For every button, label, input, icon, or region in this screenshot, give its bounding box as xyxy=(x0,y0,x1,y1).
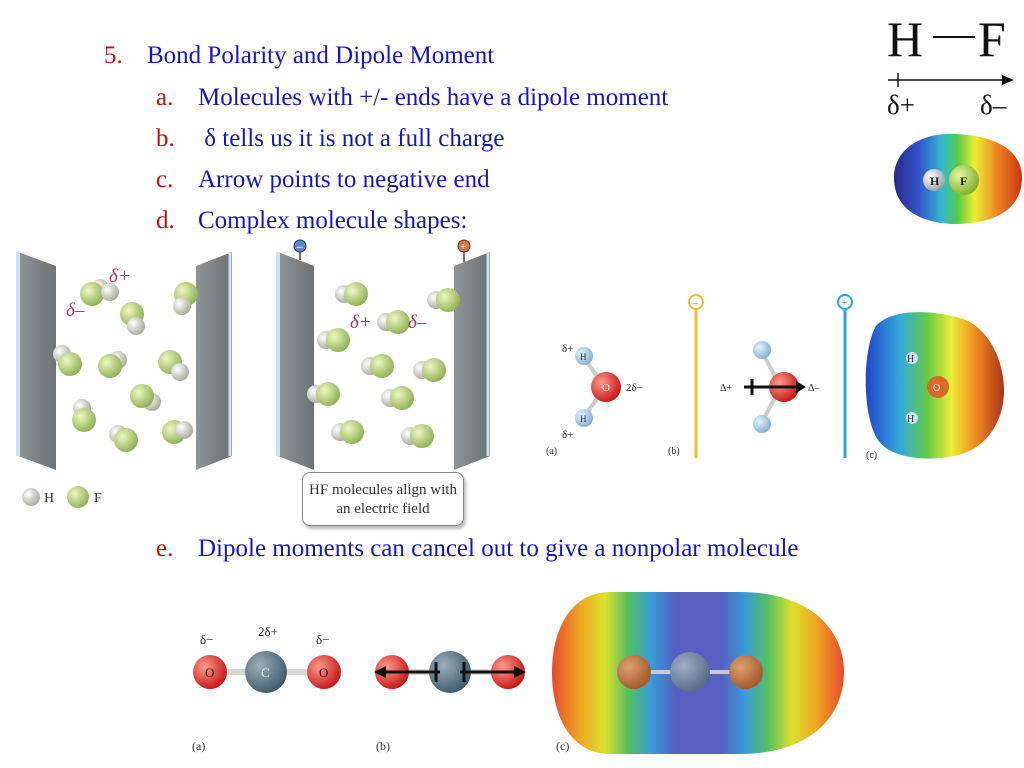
label-b: (b) xyxy=(668,446,680,457)
two-delta-minus: 2δ− xyxy=(626,382,643,394)
random-hf-molecules xyxy=(53,279,198,452)
hydrogen-atom xyxy=(575,409,593,427)
oxygen-atom xyxy=(193,655,227,689)
delta-plus-label: δ+ xyxy=(887,90,915,120)
hydrogen-symbol: H xyxy=(887,11,924,67)
svg-text:H: H xyxy=(907,354,914,365)
hydrogen-atom xyxy=(923,169,945,191)
carbon-atom xyxy=(245,651,287,693)
list-marker: e. xyxy=(156,535,174,562)
svg-text:Δ+: Δ+ xyxy=(720,383,732,394)
oxygen-atom xyxy=(617,655,651,689)
outline-item-c: c. Arrow points to negative end xyxy=(156,166,490,194)
svg-text:δ−: δ− xyxy=(200,632,213,647)
hydrogen-atom xyxy=(753,415,771,433)
hydrogen-atom xyxy=(575,347,593,365)
svg-text:H: H xyxy=(580,352,587,362)
svg-text:–: – xyxy=(692,297,699,309)
outline-text: Molecules with +/- ends have a dipole mo… xyxy=(198,84,669,111)
svg-text:+: + xyxy=(460,241,466,253)
label-c: (c) xyxy=(556,739,569,753)
outline-item-a: a. Molecules with +/- ends have a dipole … xyxy=(156,84,668,112)
bond-line xyxy=(933,36,975,38)
left-plate xyxy=(18,252,56,470)
positive-plate xyxy=(454,252,490,470)
outline-item-e: e. Dipole moments can cancel out to give … xyxy=(156,535,799,563)
carbon-atom xyxy=(429,651,471,693)
dipole-arrow-icon xyxy=(888,73,1014,87)
label-a: (a) xyxy=(546,446,557,457)
right-delta-plus: δ+ xyxy=(350,312,372,333)
svg-text:–: – xyxy=(296,241,303,253)
svg-text:C: C xyxy=(261,665,270,680)
delta-minus-label: δ– xyxy=(980,90,1007,120)
hf-electrostatic-map: H F xyxy=(894,133,1022,224)
svg-text:O: O xyxy=(602,382,610,394)
svg-text:H: H xyxy=(907,414,914,425)
outline-item-d: d. Complex molecule shapes: xyxy=(156,207,467,235)
delta-plus-bottom: δ+ xyxy=(562,429,573,441)
outline-text: δ tells us it is not a full charge xyxy=(198,125,505,152)
left-delta-plus: δ+ xyxy=(109,266,131,287)
right-delta-minus: δ– xyxy=(408,312,427,333)
minus-terminal-icon xyxy=(293,239,307,253)
left-delta-minus: δ– xyxy=(66,300,85,321)
plus-terminal-icon xyxy=(837,294,853,310)
svg-text:Δ–: Δ– xyxy=(808,383,820,394)
oxygen-atom xyxy=(307,655,341,689)
map-f-label: F xyxy=(960,174,967,188)
fluorine-legend-icon xyxy=(67,486,89,508)
hydrogen-atom xyxy=(906,412,918,424)
svg-text:H: H xyxy=(44,491,54,506)
opposing-dipole-arrows-icon xyxy=(384,662,516,682)
outline-text: Arrow points to negative end xyxy=(198,166,490,193)
label-a: (a) xyxy=(192,739,205,753)
svg-text:O: O xyxy=(933,383,940,394)
minus-terminal-icon xyxy=(688,294,704,310)
outline-item-b: b. δ tells us it is not a full charge xyxy=(156,125,504,153)
list-marker: b. xyxy=(156,125,175,152)
hf-electric-field-figure: δ+ δ– – + δ+ δ– xyxy=(16,239,490,470)
map-h-label: H xyxy=(930,174,940,188)
fluorine-symbol: F xyxy=(978,11,1006,67)
label-b: (b) xyxy=(376,739,390,753)
outline-text: Bond Polarity and Dipole Moment xyxy=(147,42,495,69)
outline-text: Complex molecule shapes: xyxy=(198,207,468,234)
plus-terminal-icon xyxy=(457,239,471,253)
water-dipole-figure: H H O δ+ δ+ 2δ− (a) – Δ+ Δ– (b) + H H O … xyxy=(546,294,1004,461)
svg-text:O: O xyxy=(205,665,214,680)
hf-callout-box: HF molecules align with an electric fiel… xyxy=(302,472,464,526)
label-c: (c) xyxy=(866,450,877,461)
list-marker: c. xyxy=(156,166,174,193)
svg-text:2δ+: 2δ+ xyxy=(258,624,278,639)
delta-plus-top: δ+ xyxy=(562,343,573,355)
oxygen-atom xyxy=(591,372,621,402)
svg-text:H: H xyxy=(580,414,587,424)
list-marker: a. xyxy=(156,84,174,111)
hf-dipole-notation: H F δ+ δ– xyxy=(880,10,1020,130)
carbon-atom xyxy=(670,652,710,692)
outline-item-5: 5. Bond Polarity and Dipole Moment xyxy=(104,42,494,70)
list-marker: d. xyxy=(156,207,175,234)
oxygen-atom xyxy=(927,376,949,398)
co2-dipole-figure: δ− 2δ+ δ− O C O (a) (b) (c) xyxy=(192,592,844,754)
list-marker: 5. xyxy=(104,42,123,69)
hydrogen-atom xyxy=(906,352,918,364)
fluorine-atom xyxy=(949,165,979,195)
svg-text:δ−: δ− xyxy=(316,632,329,647)
negative-plate xyxy=(278,252,314,470)
aligned-hf-molecules xyxy=(307,282,460,448)
svg-text:O: O xyxy=(319,665,328,680)
atom-legend: H F xyxy=(22,486,102,508)
hydrogen-legend-icon xyxy=(22,488,40,506)
svg-text:F: F xyxy=(94,491,102,506)
svg-text:+: + xyxy=(841,297,847,309)
right-plate xyxy=(196,252,232,470)
outline-text: Dipole moments can cancel out to give a … xyxy=(198,535,799,562)
hydrogen-atom xyxy=(753,341,771,359)
oxygen-atom xyxy=(729,655,763,689)
